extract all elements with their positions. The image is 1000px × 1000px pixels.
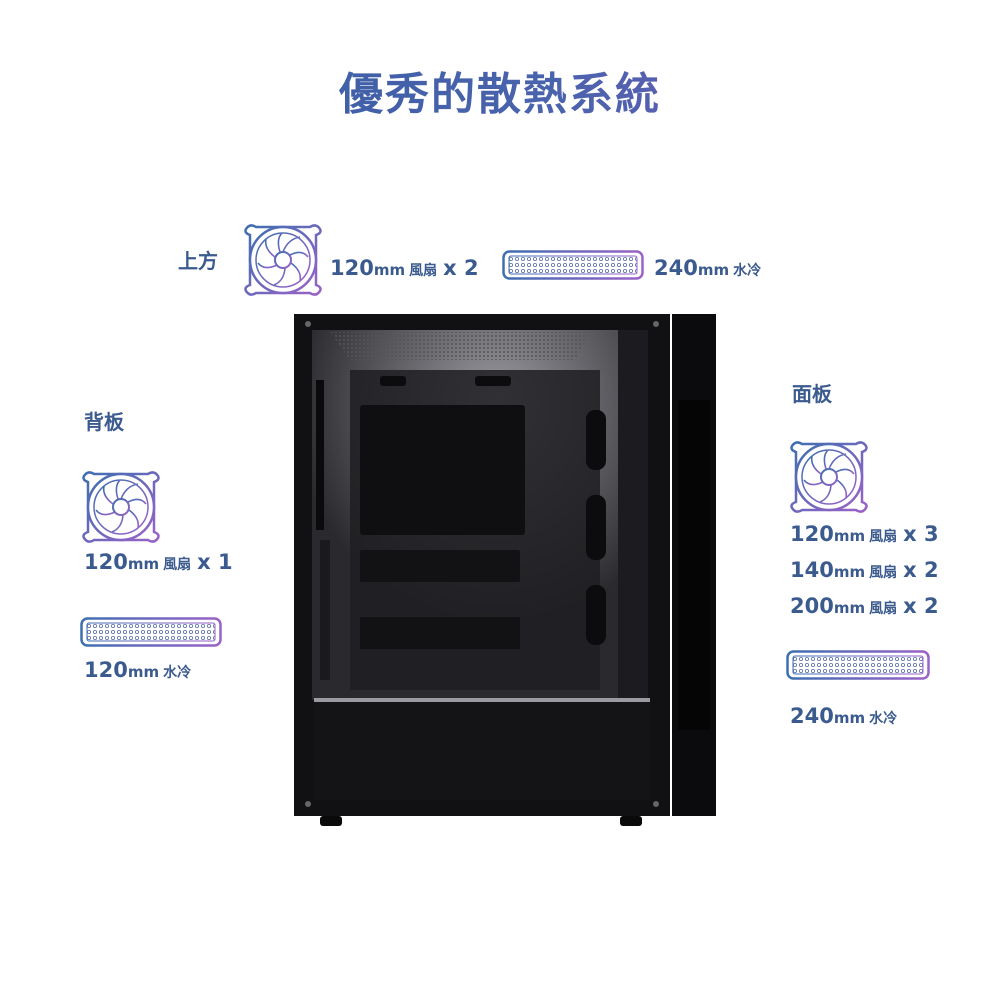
top-label: 上方 xyxy=(178,249,218,273)
back-radiator-text: 水冷 xyxy=(163,665,192,681)
pc-case-image xyxy=(294,314,716,826)
top-radiator-unit: mm xyxy=(697,261,730,279)
page-title: 優秀的散熱系統 xyxy=(0,58,1000,122)
back-radiator-size: 120 xyxy=(84,658,128,682)
front-fan-size: 120 xyxy=(790,522,834,546)
front-fan-count: x 2 xyxy=(903,558,939,582)
fan-icon xyxy=(790,441,868,513)
front-fan-size: 200 xyxy=(790,594,834,618)
front-fan-text: 風扇 xyxy=(869,565,898,581)
front-fan-text: 風扇 xyxy=(869,529,898,545)
front-fan-text: 風扇 xyxy=(869,601,898,617)
top-fan-unit: mm xyxy=(373,261,406,279)
radiator-icon xyxy=(80,617,222,647)
front-label: 面板 xyxy=(792,382,832,406)
front-fan-unit: mm xyxy=(833,527,866,545)
back-fan-size: 120 xyxy=(84,550,128,574)
front-radiator-text: 水冷 xyxy=(869,711,898,727)
radiator-icon xyxy=(786,650,930,680)
back-radiator-unit: mm xyxy=(127,663,160,681)
front-fan-unit: mm xyxy=(833,599,866,617)
front-fan-count: x 3 xyxy=(903,522,939,546)
top-fan-text: 風扇 xyxy=(409,263,438,279)
front-fan-unit: mm xyxy=(833,563,866,581)
top-fan-count: x 2 xyxy=(443,256,479,280)
back-fan-text: 風扇 xyxy=(163,557,192,573)
fan-icon xyxy=(244,224,322,296)
back-label: 背板 xyxy=(84,410,124,434)
front-radiator-size: 240 xyxy=(790,704,834,728)
radiator-icon xyxy=(502,250,644,280)
back-fan-count: x 1 xyxy=(197,550,233,574)
top-fan-size: 120 xyxy=(330,256,374,280)
top-radiator-size: 240 xyxy=(654,256,698,280)
front-fan-count: x 2 xyxy=(903,594,939,618)
fan-icon xyxy=(82,471,160,543)
back-fan-unit: mm xyxy=(127,555,160,573)
top-radiator-text: 水冷 xyxy=(733,263,762,279)
front-fan-size: 140 xyxy=(790,558,834,582)
front-radiator-unit: mm xyxy=(833,709,866,727)
